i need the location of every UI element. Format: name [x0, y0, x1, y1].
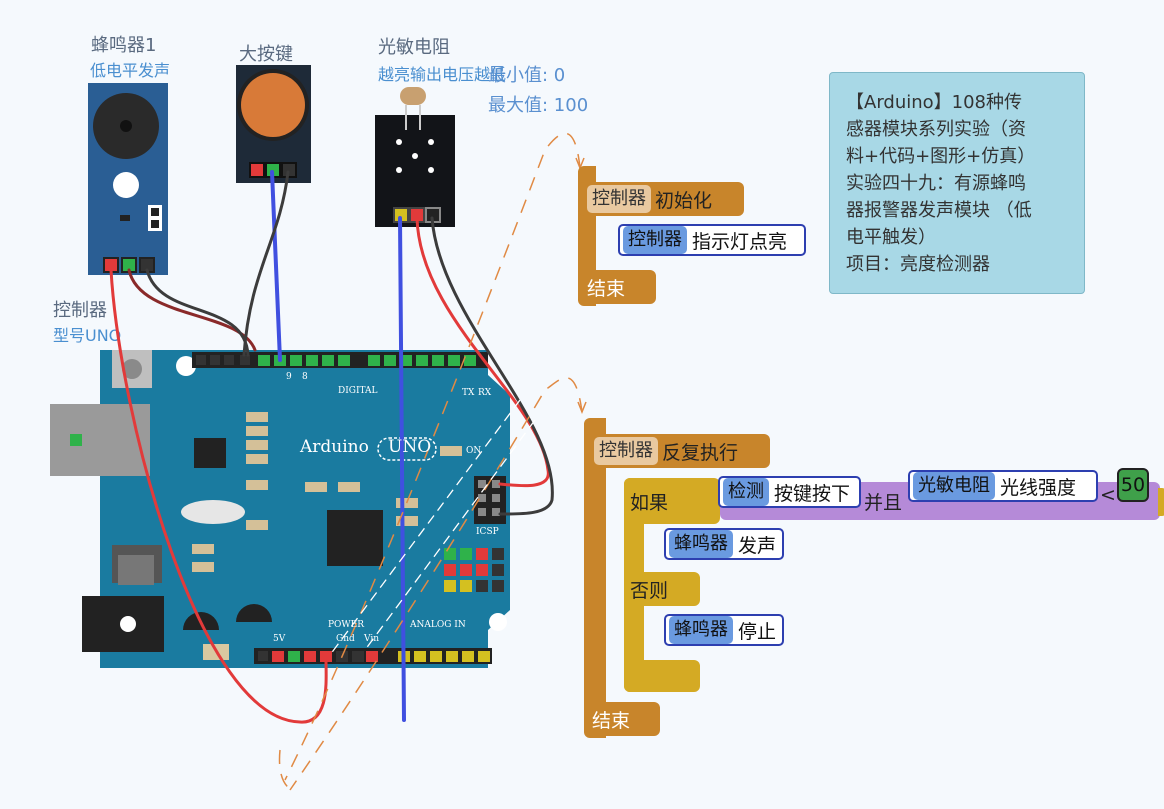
- buzzer-subtitle: 低电平发声: [90, 61, 171, 80]
- light-label: 光线强度: [1000, 476, 1077, 499]
- board-name: Arduino: [300, 437, 369, 457]
- info-note: 【Arduino】108种传 感器模块系列实验（资 料+代码+图形+仿真） 实验…: [829, 72, 1085, 294]
- init-header[interactable]: 控制器 初始化: [578, 182, 744, 216]
- usb-port: [50, 404, 150, 476]
- photoresistor-subtitle: 越亮输出电压越低: [378, 65, 507, 84]
- compare-operator: <: [1100, 484, 1116, 506]
- button-title: 大按键: [239, 44, 293, 65]
- sensor-chip: 光敏电阻: [913, 472, 995, 500]
- loop-ctrl-chip: 控制器: [594, 437, 658, 465]
- buzzer-module[interactable]: [88, 83, 168, 275]
- controller-subtitle: 型号UNO: [53, 326, 122, 345]
- if-header: 如果: [624, 478, 720, 524]
- threshold-input[interactable]: 50: [1117, 468, 1149, 502]
- buzzer-sound-label: 发声: [738, 534, 777, 557]
- buzzer-title: 蜂鸣器1: [91, 35, 157, 56]
- loop-header[interactable]: 控制器 反复执行: [584, 434, 770, 468]
- chip-small: [194, 438, 226, 468]
- board-pin-8: 8: [302, 372, 314, 382]
- board-pin-9: 9: [286, 372, 292, 382]
- note-line: 器报警器发声模块 （低: [846, 200, 1032, 221]
- board-vin-label: Vin: [364, 634, 380, 644]
- loop-end: 结束: [584, 702, 660, 736]
- crystal: [181, 500, 245, 524]
- detect-chip: 检测: [723, 478, 769, 506]
- photoresistor-title: 光敏电阻: [378, 37, 450, 58]
- board-model: UNO: [388, 437, 432, 457]
- button-module[interactable]: [236, 65, 311, 183]
- if-label: 如果: [630, 491, 669, 514]
- arduino-board[interactable]: [50, 350, 510, 668]
- loop-end-label: 结束: [592, 709, 631, 732]
- photoresistor-min-value: 最小值: 0: [488, 65, 566, 86]
- init-end-label: 结束: [587, 277, 626, 300]
- buzzer-sound-block[interactable]: 蜂鸣器 发声: [664, 528, 784, 560]
- board-analog-label: ANALOG IN: [410, 620, 466, 630]
- dashed-links: [278, 132, 583, 791]
- light-sensor-block[interactable]: 光敏电阻 光线强度: [908, 470, 1098, 502]
- buzzer-stop-chip: 蜂鸣器: [669, 616, 733, 644]
- board-5v-label: 5V: [273, 634, 286, 644]
- init-led-label: 指示灯点亮: [692, 230, 788, 253]
- board-icsp-label: ICSP: [476, 527, 499, 537]
- buzzer-stop-block[interactable]: 蜂鸣器 停止: [664, 614, 784, 646]
- controller-title: 控制器: [53, 300, 107, 321]
- if-else-footer: [624, 660, 700, 692]
- else-header: 否则: [624, 572, 700, 606]
- detect-label: 按键按下: [774, 482, 851, 505]
- board-on-label: ON: [466, 446, 482, 456]
- init-led-ctrl-chip: 控制器: [623, 226, 687, 254]
- chip-main: [327, 510, 383, 566]
- photoresistor-max-value: 最大值: 100: [488, 95, 589, 116]
- board-digital-label: DIGITAL: [338, 386, 378, 396]
- init-ctrl-chip: 控制器: [587, 185, 651, 213]
- and-label: 并且: [864, 492, 903, 514]
- loop-label: 反复执行: [662, 441, 739, 464]
- board-rx-label: RX: [478, 388, 492, 398]
- init-label: 初始化: [655, 189, 713, 212]
- buzzer-sound-chip: 蜂鸣器: [669, 530, 733, 558]
- note-line: 感器模块系列实验（资: [846, 119, 1026, 140]
- note-line: 料+代码+图形+仿真）: [846, 146, 1036, 167]
- init-led-block[interactable]: 控制器 指示灯点亮: [618, 224, 806, 256]
- note-line: 实验四十九：有源蜂鸣: [846, 173, 1026, 194]
- buzzer-stop-label: 停止: [738, 620, 777, 643]
- note-line: 电平触发）: [846, 227, 936, 248]
- note-line: 项目：亮度检测器: [846, 254, 990, 275]
- photoresistor-module[interactable]: [375, 87, 455, 227]
- board-gnd-label: Gnd: [336, 634, 355, 644]
- detect-button-block[interactable]: 检测 按键按下: [718, 476, 861, 508]
- wires: [109, 170, 554, 724]
- else-label: 否则: [630, 579, 669, 602]
- threshold-value: 50: [1120, 474, 1146, 496]
- board-tx-label: TX: [462, 388, 475, 398]
- board-power-label: POWER: [328, 620, 365, 630]
- note-line: 【Arduino】108种传: [846, 92, 1023, 113]
- init-end: 结束: [578, 270, 656, 304]
